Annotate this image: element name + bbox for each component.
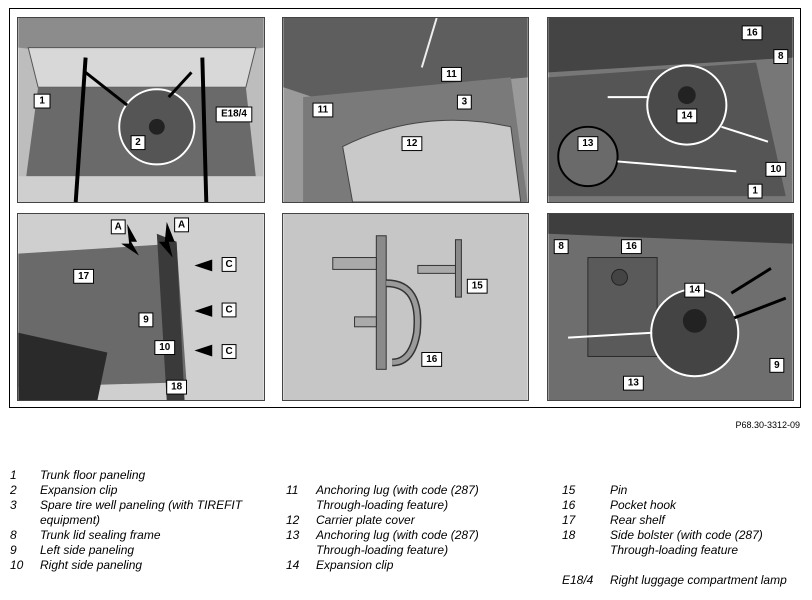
photo-left-side: 8 16 14 9 13 xyxy=(547,213,794,401)
callout-a-left: A xyxy=(110,219,126,235)
svg-text:A: A xyxy=(115,221,122,232)
callout-13: 13 xyxy=(577,136,599,152)
figure-reference: P68.30-3312-09 xyxy=(735,420,800,430)
svg-text:2: 2 xyxy=(135,137,141,148)
callout-18: 18 xyxy=(166,379,188,395)
callout-3: 3 xyxy=(456,94,472,110)
svg-text:11: 11 xyxy=(446,69,457,80)
callout-c-3: C xyxy=(221,344,237,359)
callout-1: 1 xyxy=(747,183,763,199)
callout-15: 15 xyxy=(466,278,488,294)
callout-16: 16 xyxy=(421,352,443,367)
photo-pin-and-hook: 15 16 xyxy=(282,213,529,401)
figure-frame xyxy=(9,8,801,408)
svg-text:8: 8 xyxy=(558,241,564,252)
callout-c-1: C xyxy=(221,257,237,272)
callout-a-right: A xyxy=(174,217,189,233)
callout-2: 2 xyxy=(130,135,146,151)
callout-16: 16 xyxy=(741,25,763,41)
svg-text:3: 3 xyxy=(462,97,468,108)
callout-11-left: 11 xyxy=(312,102,334,118)
callout-12: 12 xyxy=(401,136,423,152)
callout-8: 8 xyxy=(773,49,789,64)
svg-text:16: 16 xyxy=(426,354,437,365)
svg-text:10: 10 xyxy=(770,164,781,175)
callout-e18-4: E18/4 xyxy=(215,106,253,123)
svg-text:13: 13 xyxy=(628,378,639,389)
callout-14: 14 xyxy=(684,282,706,298)
callout-10: 10 xyxy=(154,340,176,355)
svg-text:C: C xyxy=(225,346,232,357)
callout-1: 1 xyxy=(33,93,51,109)
legend-spacer xyxy=(562,558,800,573)
svg-text:13: 13 xyxy=(582,138,593,149)
photo-right-side: 16 8 14 13 10 1 xyxy=(547,17,794,203)
callout-10: 10 xyxy=(765,161,787,177)
svg-text:12: 12 xyxy=(406,138,417,149)
svg-text:15: 15 xyxy=(472,281,483,292)
callout-8: 8 xyxy=(553,239,569,255)
svg-text:C: C xyxy=(225,304,232,315)
svg-text:1: 1 xyxy=(39,96,45,107)
svg-text:10: 10 xyxy=(159,342,170,353)
svg-text:18: 18 xyxy=(171,382,182,393)
callout-c-2: C xyxy=(221,302,237,318)
svg-text:9: 9 xyxy=(143,314,149,325)
svg-text:E18/4: E18/4 xyxy=(221,108,247,119)
svg-text:17: 17 xyxy=(78,271,89,282)
svg-text:16: 16 xyxy=(626,241,637,252)
photo-trunk-overview: 1 2 E18/4 xyxy=(17,17,265,203)
photo-spare-tire-well: 11 11 3 12 xyxy=(282,17,529,203)
svg-text:9: 9 xyxy=(774,360,780,371)
svg-text:14: 14 xyxy=(681,110,692,121)
callout-9: 9 xyxy=(138,312,154,328)
photo-rear-shelf: A A 17 C C C 9 10 18 xyxy=(17,213,265,401)
svg-text:1: 1 xyxy=(752,186,758,197)
svg-text:8: 8 xyxy=(778,51,784,62)
callout-17: 17 xyxy=(73,268,95,284)
svg-text:16: 16 xyxy=(747,27,758,38)
callout-14: 14 xyxy=(676,108,698,124)
svg-text:11: 11 xyxy=(318,104,329,115)
callout-9: 9 xyxy=(769,357,785,373)
callout-13: 13 xyxy=(623,375,644,391)
svg-text:14: 14 xyxy=(689,285,700,296)
callout-16: 16 xyxy=(621,239,642,255)
svg-text:C: C xyxy=(225,259,232,270)
svg-text:A: A xyxy=(178,219,185,230)
callout-11-top: 11 xyxy=(441,66,462,82)
